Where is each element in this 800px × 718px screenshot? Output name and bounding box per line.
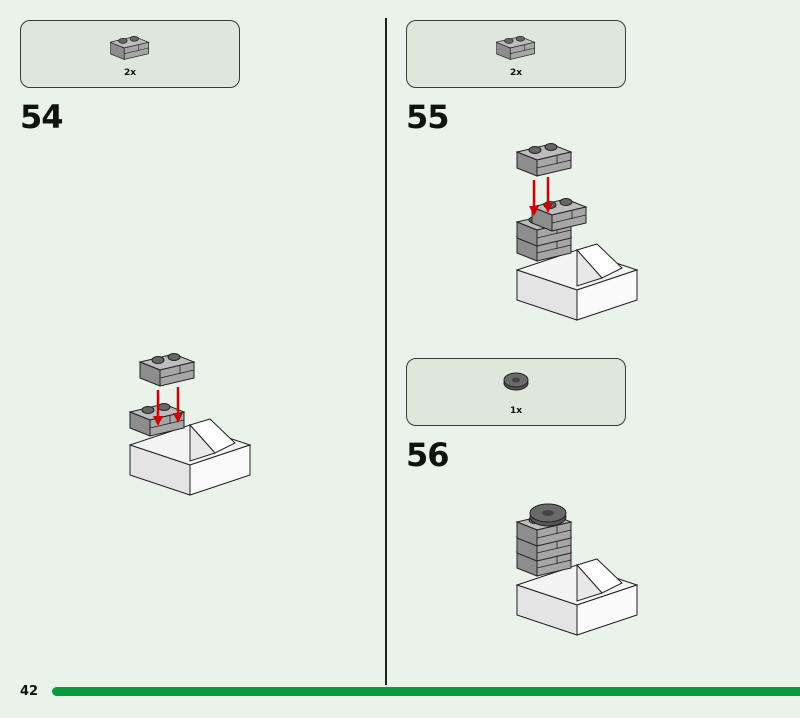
parts-callout-55: 2x <box>406 20 626 88</box>
column-divider <box>385 18 387 685</box>
build-illustration-55 <box>516 143 638 321</box>
step-number-56: 56 <box>406 436 450 474</box>
page-number: 42 <box>20 684 39 699</box>
step-number-55: 55 <box>406 98 450 136</box>
part-quantity: 2x <box>509 68 523 78</box>
step-number-54: 54 <box>20 98 64 136</box>
part-quantity: 2x <box>123 68 137 78</box>
grey-masonry-brick-icon <box>496 35 535 60</box>
part-quantity: 1x <box>509 406 523 416</box>
build-illustration-54 <box>129 353 251 496</box>
parts-callout-54: 2x <box>20 20 240 88</box>
round-tile-icon <box>503 372 529 391</box>
progress-bar <box>52 687 800 696</box>
grey-masonry-brick-icon <box>110 35 149 60</box>
build-illustration-56 <box>516 503 638 636</box>
parts-callout-56: 1x <box>406 358 626 426</box>
